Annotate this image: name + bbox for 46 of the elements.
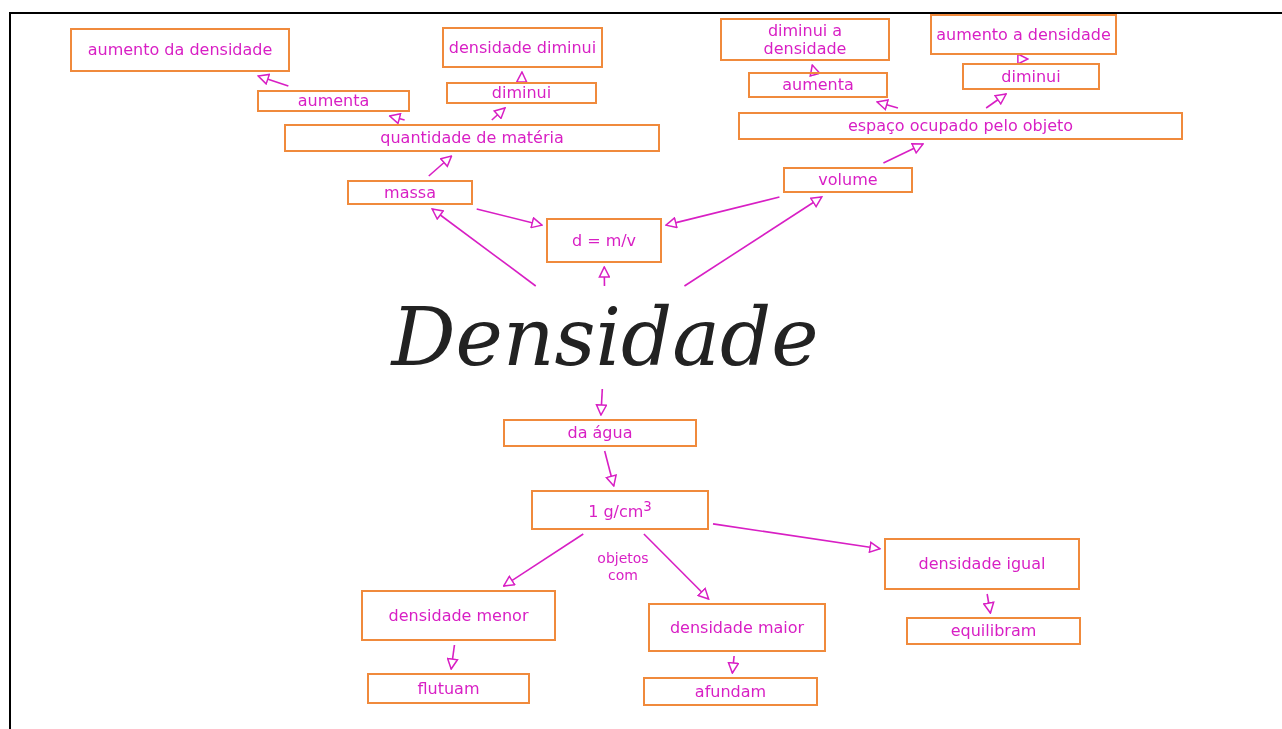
connector-note: objetos com [596,550,650,584]
arrow [446,644,459,670]
central-concept-text: Densidade [385,290,825,385]
concept-box: densidade igual [884,538,1080,590]
concept-box: densidade diminui [442,27,603,68]
arrow [516,71,528,83]
arrow [882,143,924,164]
arrow [598,266,611,287]
arrow [876,99,899,111]
concept-box: aumento da densidade [70,28,290,72]
concept-box: densidade maior [648,603,826,652]
concept-box: diminui [446,82,597,104]
arrow [683,196,823,287]
arrow [431,208,537,287]
arrow [595,388,608,416]
arrow [502,533,585,587]
arrow [712,523,881,553]
concept-box: afundam [643,677,818,706]
arrow [643,533,710,600]
arrow [1017,55,1029,63]
concept-box: diminui a densidade [720,18,890,61]
arrow [491,107,506,121]
arrow [809,64,821,77]
concept-box: aumenta [257,90,410,112]
concept-box: massa [347,180,473,205]
concept-box: diminui [962,63,1100,90]
concept-box: aumento a densidade [930,14,1117,55]
concept-box: 1 g/cm$^{3}$ [531,490,709,530]
arrow [475,208,543,229]
concept-box: da água [503,419,697,447]
arrow [603,450,617,487]
arrow [983,593,995,614]
concept-box: espaço ocupado pelo objeto [738,112,1183,140]
arrow [985,93,1007,109]
arrow [427,155,453,177]
concept-box: quantidade de matéria [284,124,660,152]
concept-box: flutuam [367,673,530,704]
concept-box: d = m/v [546,218,662,263]
arrow [665,196,781,229]
arrow [257,73,290,87]
arrow [727,655,740,674]
concept-box: densidade menor [361,590,556,641]
concept-box: equilibram [906,617,1081,645]
concept-box: aumenta [748,72,888,98]
arrow [388,113,406,125]
concept-box: volume [783,167,913,193]
